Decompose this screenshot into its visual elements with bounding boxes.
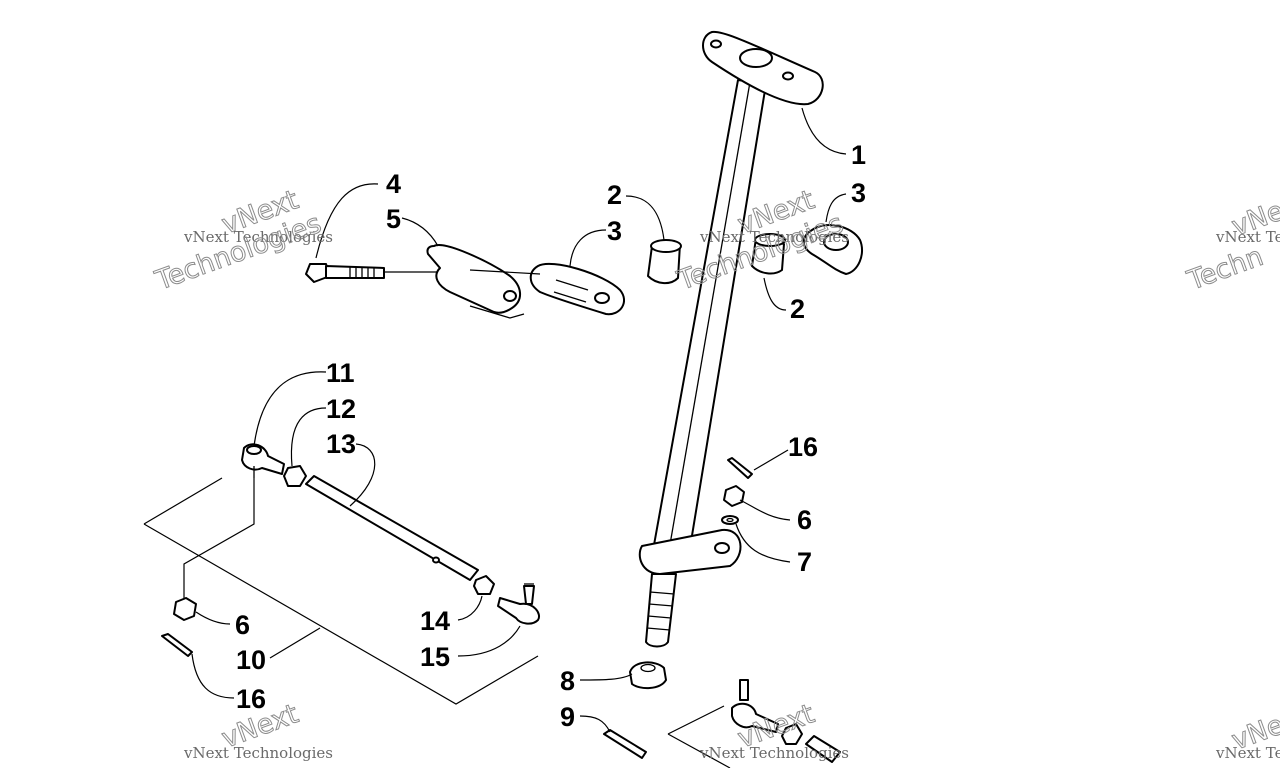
callout-8: 8	[560, 666, 575, 696]
callout-3-right: 3	[851, 178, 866, 208]
callout-4: 4	[386, 169, 401, 199]
callout-15: 15	[420, 642, 450, 672]
callout-1: 1	[851, 140, 866, 170]
callout-9: 9	[560, 702, 575, 732]
callout-2-left: 2	[607, 180, 622, 210]
callout-11: 11	[326, 358, 355, 388]
bushing-left	[647, 239, 682, 284]
watermark-1: vNext vNext Technologies Technologies	[150, 184, 333, 297]
leader-lines	[191, 107, 847, 733]
callout-2-right: 2	[790, 294, 805, 324]
watermark-5: vNext vNext Technologies	[699, 698, 849, 762]
callout-14: 14	[420, 606, 450, 636]
callout-7: 7	[797, 547, 812, 577]
clamp-left	[529, 262, 625, 316]
steering-post	[638, 30, 824, 648]
callout-16-right: 16	[788, 432, 818, 462]
watermark-word-short: Techn	[1183, 241, 1267, 297]
watermark-2: vNext vNext Technologies Technologies	[672, 184, 849, 297]
callout-5: 5	[386, 204, 401, 234]
clip-plate	[426, 244, 541, 319]
callout-6-left: 6	[235, 610, 250, 640]
watermark-6: vNext vNext Te	[1215, 700, 1280, 762]
callout-numbers: 1 2 2 3 3 4 5 6 6 7 8 9 10 11 12 13 14 1…	[235, 140, 866, 732]
watermark-company-short: vNext Te	[1215, 744, 1280, 762]
watermark-company-short: vNext Te	[1215, 228, 1280, 246]
callout-13: 13	[326, 429, 356, 459]
watermark-company: vNext Technologies	[183, 228, 333, 246]
watermark-3: vNext vNext Te Techn	[1182, 186, 1280, 297]
clamp-right	[802, 224, 864, 275]
callout-3-left: 3	[607, 216, 622, 246]
callout-12: 12	[326, 394, 356, 424]
bushing-right	[751, 233, 786, 275]
callout-6-right: 6	[797, 505, 812, 535]
watermark-company: vNext Technologies	[183, 744, 333, 762]
watermark-company: vNext Technologies	[699, 744, 849, 762]
watermark-company: vNext Technologies	[699, 228, 849, 246]
tie-rod-assembly	[143, 443, 540, 705]
callout-16-left: 16	[236, 684, 266, 714]
callout-10: 10	[236, 645, 266, 675]
right-hardware	[603, 457, 841, 768]
bolt	[305, 263, 440, 283]
